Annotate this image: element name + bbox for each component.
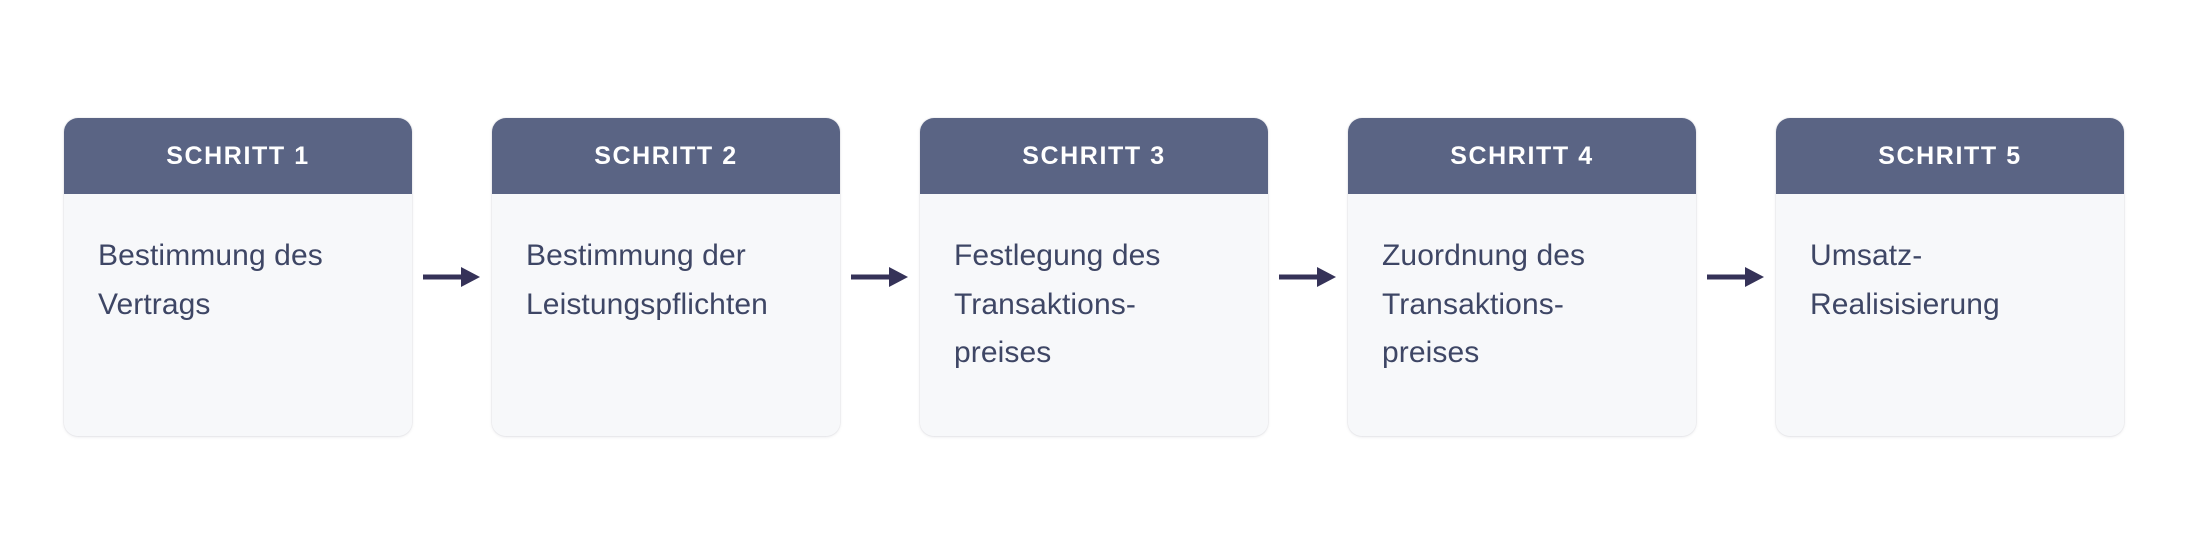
step-4-header-label: SCHRITT 4 xyxy=(1450,141,1594,170)
process-step-2[interactable]: SCHRITT 2 Bestimmung der Leistungspflich… xyxy=(492,118,840,436)
process-step-5[interactable]: SCHRITT 5 Umsatz- Realisisierung xyxy=(1776,118,2124,436)
step-2-header-label: SCHRITT 2 xyxy=(594,141,738,170)
step-4-body-text: Zuordnung des Transaktions- preises xyxy=(1382,239,1586,370)
process-step-3[interactable]: SCHRITT 3 Festlegung des Transaktions- p… xyxy=(920,118,1268,436)
step-5-header-label: SCHRITT 5 xyxy=(1878,141,2022,170)
arrow-right-icon xyxy=(423,264,481,290)
arrow-right-icon xyxy=(851,264,909,290)
step-2-header: SCHRITT 2 xyxy=(492,118,840,194)
step-5-body-text: Umsatz- Realisisierung xyxy=(1810,239,2000,321)
step-2-body: Bestimmung der Leistungspflichten xyxy=(492,194,840,436)
step-1-header: SCHRITT 1 xyxy=(64,118,412,194)
step-3-body: Festlegung des Transaktions- preises xyxy=(920,194,1268,436)
step-3-header: SCHRITT 3 xyxy=(920,118,1268,194)
connector-2-3 xyxy=(840,118,920,436)
step-3-body-text: Festlegung des Transaktions- preises xyxy=(954,239,1161,370)
step-3-header-label: SCHRITT 3 xyxy=(1022,141,1166,170)
step-5-body: Umsatz- Realisisierung xyxy=(1776,194,2124,436)
arrow-right-icon xyxy=(1279,264,1337,290)
step-5-header: SCHRITT 5 xyxy=(1776,118,2124,194)
step-4-body: Zuordnung des Transaktions- preises xyxy=(1348,194,1696,436)
process-step-1[interactable]: SCHRITT 1 Bestimmung des Vertrags xyxy=(64,118,412,436)
step-2-body-text: Bestimmung der Leistungspflichten xyxy=(526,239,768,321)
step-4-header: SCHRITT 4 xyxy=(1348,118,1696,194)
arrow-right-icon xyxy=(1707,264,1765,290)
connector-3-4 xyxy=(1268,118,1348,436)
step-1-body-text: Bestimmung des Vertrags xyxy=(98,239,323,321)
connector-1-2 xyxy=(412,118,492,436)
process-step-4[interactable]: SCHRITT 4 Zuordnung des Transaktions- pr… xyxy=(1348,118,1696,436)
step-1-header-label: SCHRITT 1 xyxy=(166,141,310,170)
process-flow: SCHRITT 1 Bestimmung des Vertrags SCHRIT… xyxy=(64,118,2124,448)
step-1-body: Bestimmung des Vertrags xyxy=(64,194,412,436)
connector-4-5 xyxy=(1696,118,1776,436)
